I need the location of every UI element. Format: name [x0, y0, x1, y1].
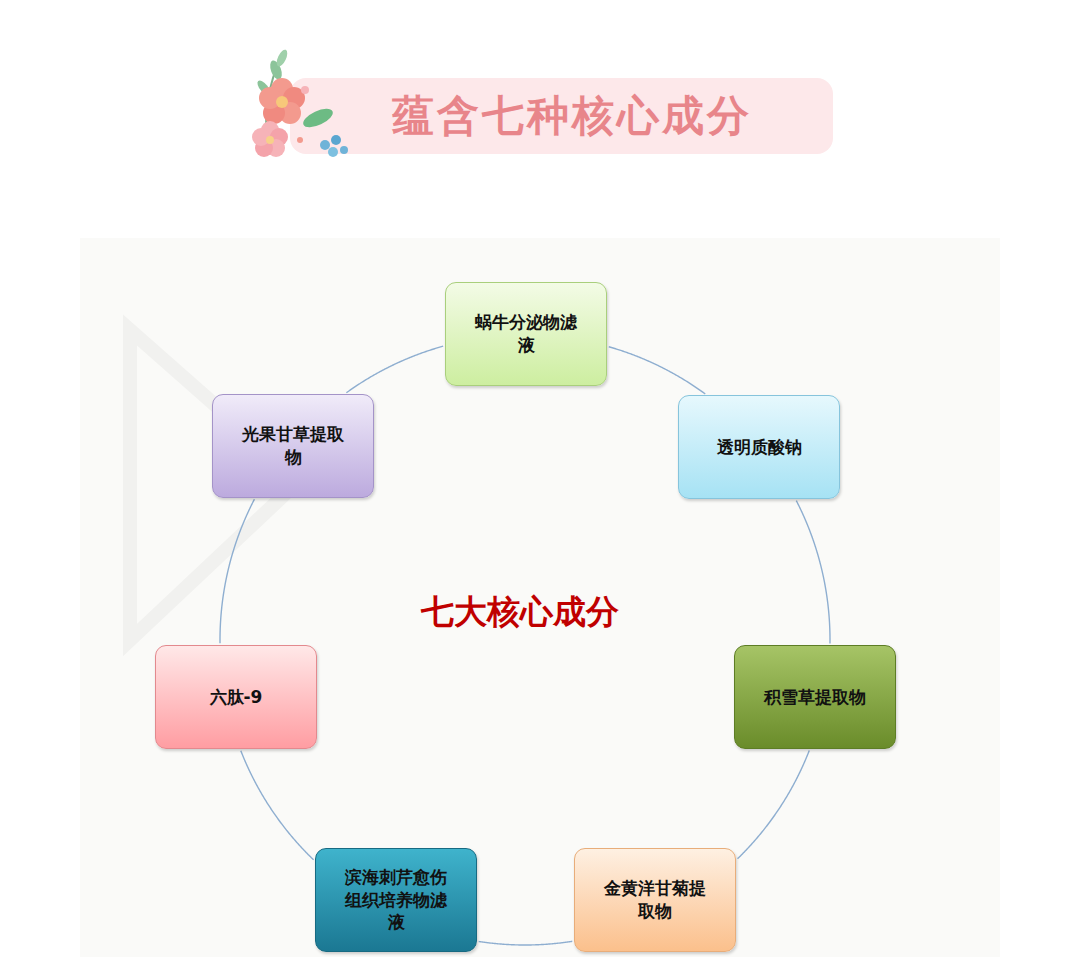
ingredient-name: 积雪草提取物 [764, 686, 866, 709]
title-band [290, 78, 833, 154]
flower-illustration [252, 48, 348, 157]
ingredient-name: 滨海刺芹愈伤组织培养物滤液 [340, 866, 452, 935]
ingredient-box: 滨海刺芹愈伤组织培养物滤液 [315, 848, 477, 952]
circle-arc [609, 347, 705, 394]
ingredient-name: 金黄洋甘菊提取物 [599, 877, 711, 923]
ingredient-box: 六肽-9 [155, 645, 317, 749]
ingredient-name: 蜗牛分泌物滤液 [470, 311, 582, 357]
circle-arc [738, 750, 810, 858]
ingredient-name: 透明质酸钠 [717, 436, 802, 459]
ingredient-name: 光果甘草提取物 [237, 423, 349, 469]
ingredient-box: 蜗牛分泌物滤液 [445, 282, 607, 386]
ingredient-box: 积雪草提取物 [734, 645, 896, 749]
circle-arc [796, 501, 830, 644]
circle-arc [220, 499, 254, 643]
center-label: 七大核心成分 [421, 590, 619, 635]
title: 蕴含七种核心成分 [392, 88, 752, 144]
circle-arc [241, 751, 314, 860]
circle-arc [479, 941, 573, 945]
circle-arc [346, 346, 443, 393]
ingredient-box: 透明质酸钠 [678, 395, 840, 499]
panel [80, 238, 1000, 957]
ingredient-box: 金黄洋甘菊提取物 [574, 848, 736, 952]
ingredient-name: 六肽-9 [210, 686, 263, 709]
ingredient-box: 光果甘草提取物 [212, 394, 374, 498]
